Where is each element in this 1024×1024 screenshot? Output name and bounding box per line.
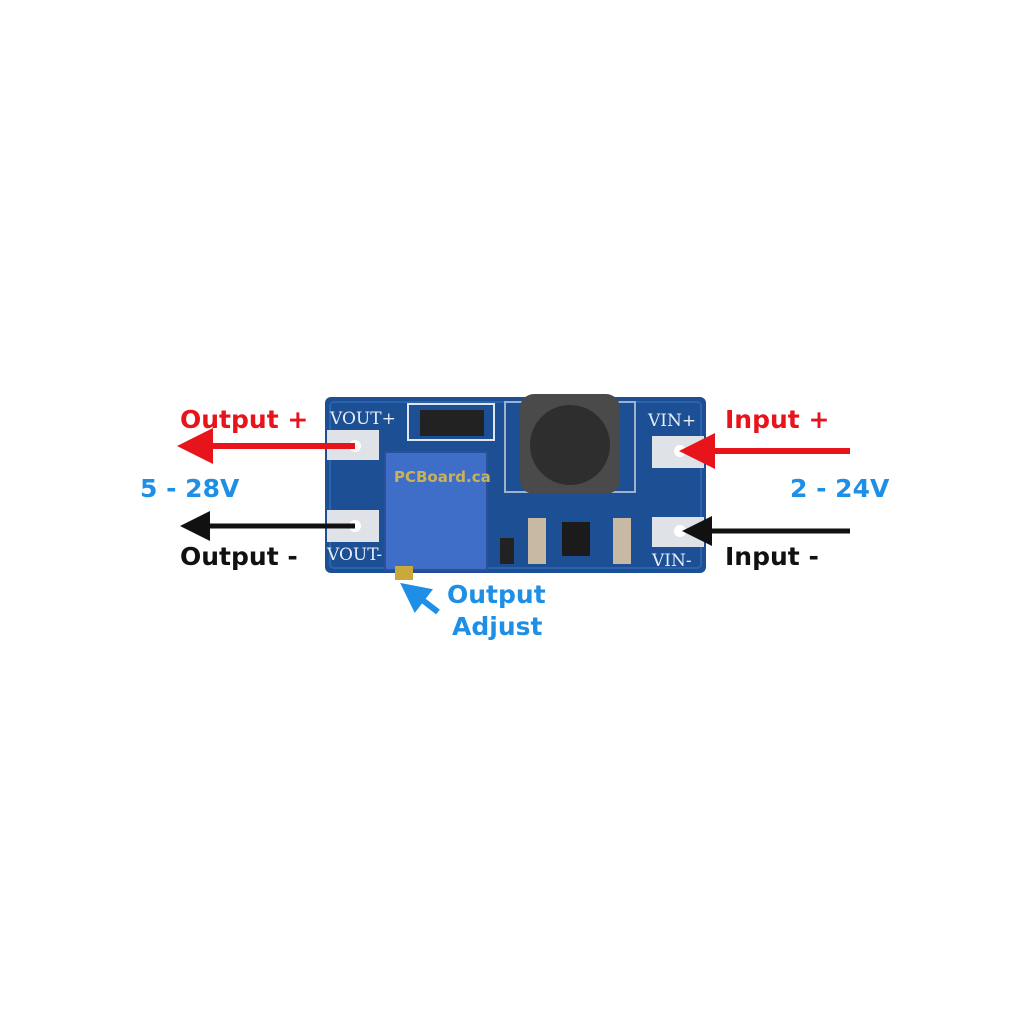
output-adjust-label-line1: Output <box>447 580 546 609</box>
output-plus-label: Output + <box>180 405 308 434</box>
potentiometer <box>384 451 488 580</box>
silk-vin-plus: VIN+ <box>647 411 696 431</box>
input-range-label: 2 - 24V <box>790 474 890 503</box>
vin-plus-pad <box>652 436 704 468</box>
silk-vin-minus: VIN- <box>651 551 692 571</box>
input-minus-label: Input - <box>725 542 819 571</box>
silk-vout-minus: VOUT- <box>326 545 382 565</box>
inductor <box>504 394 636 494</box>
adjust-arrow <box>400 582 440 615</box>
capacitor <box>528 518 546 564</box>
capacitor <box>613 518 631 564</box>
input-plus-label: Input + <box>725 405 829 434</box>
ic-chip <box>562 522 590 556</box>
vin-minus-pad <box>652 517 704 547</box>
output-minus-label: Output - <box>180 542 298 571</box>
resistor <box>500 538 514 564</box>
silk-vout-plus: VOUT+ <box>329 409 396 429</box>
diode <box>407 403 495 441</box>
pcb-board: VOUT+ VOUT- VIN+ VIN- PCBoard.ca <box>325 394 706 580</box>
output-range-label: 5 - 28V <box>140 474 240 503</box>
output-adjust-label-line2: Adjust <box>452 612 542 641</box>
watermark: PCBoard.ca <box>394 468 491 486</box>
